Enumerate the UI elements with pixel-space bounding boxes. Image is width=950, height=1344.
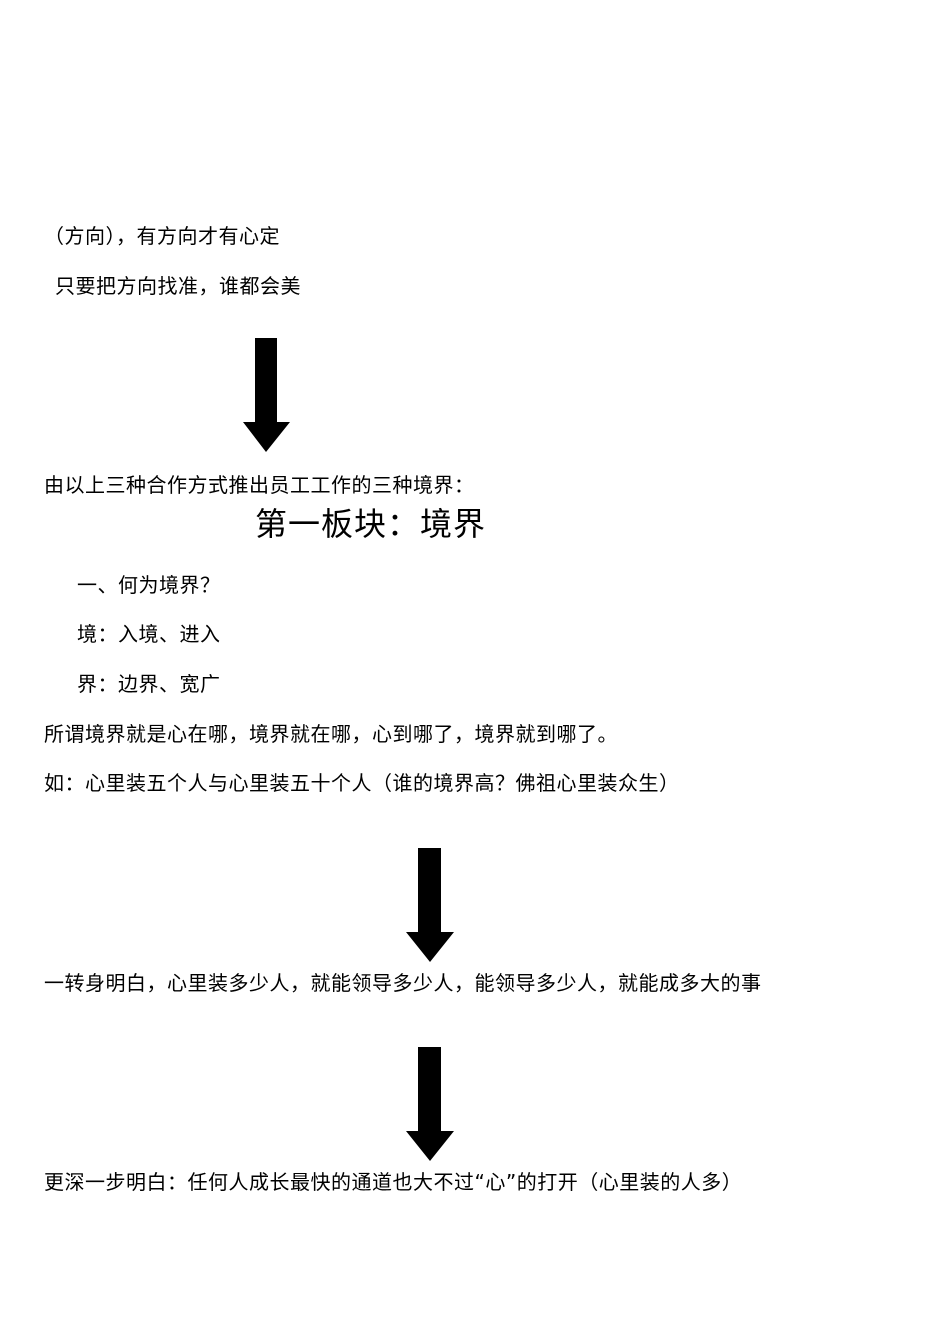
down-arrow-icon — [406, 848, 454, 962]
down-arrow-icon — [243, 338, 290, 452]
jie-line: 界：边界、宽广 — [77, 672, 221, 696]
definition-line: 所谓境界就是心在哪，境界就在哪，心到哪了，境界就到哪了。 — [44, 722, 618, 746]
question-line: 一、何为境界？ — [77, 573, 221, 597]
find-direction-line: 只要把方向找准，谁都会美 — [55, 274, 301, 298]
jing-line: 境：入境、进入 — [77, 622, 221, 646]
example-line: 如：心里装五个人与心里装五十个人（谁的境界高？佛祖心里装众生） — [44, 771, 680, 795]
direction-line: （方向），有方向才有心定 — [44, 224, 280, 248]
deeper-line: 更深一步明白：任何人成长最快的通道也大不过“心”的打开（心里装的人多） — [44, 1170, 743, 1194]
intro-line: 由以上三种合作方式推出员工工作的三种境界： — [44, 473, 475, 497]
section-title: 第一板块：境界 — [255, 505, 487, 543]
down-arrow-icon — [406, 1047, 454, 1161]
realization-line: 一转身明白，心里装多少人，就能领导多少人，能领导多少人，就能成多大的事 — [44, 971, 762, 995]
